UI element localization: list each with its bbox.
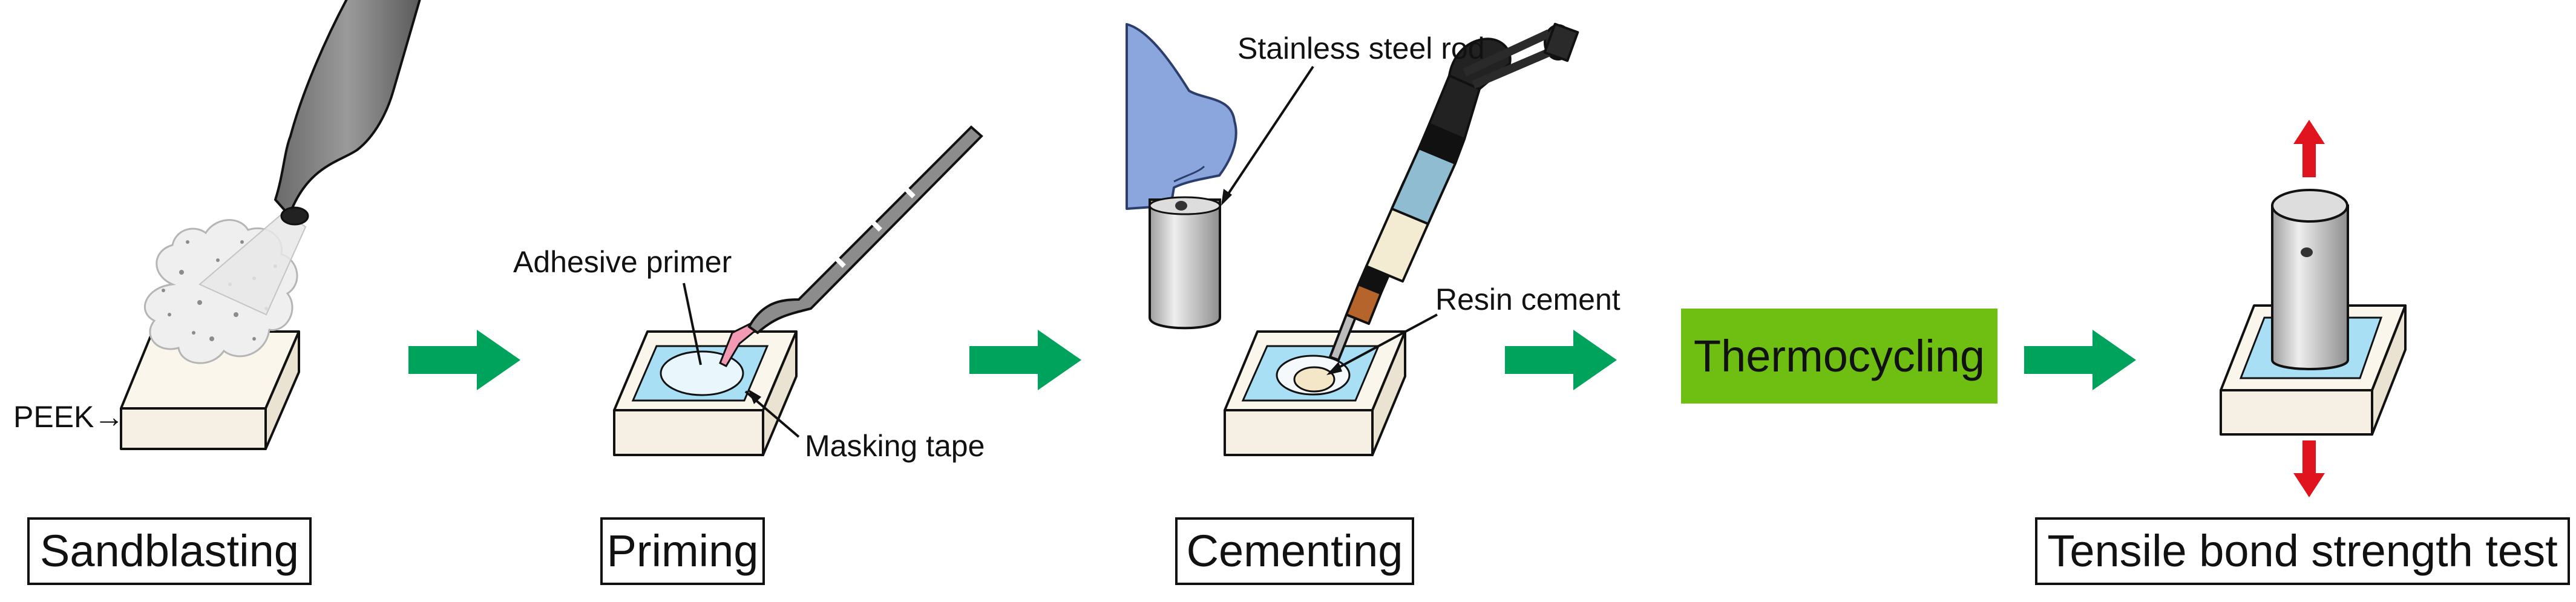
tensile-arrow-up [2293, 120, 2325, 177]
tensile-rod [2271, 189, 2349, 370]
stainless-steel-rod [1149, 196, 1221, 330]
arrowhead-resin-cement [1326, 362, 1342, 375]
resin-cement-label: Resin cement [1435, 283, 1621, 316]
resin-cement-disc [1293, 366, 1336, 393]
sandblast-nozzle [274, 0, 421, 226]
cementing-illustration [1126, 22, 1579, 456]
thermocycling-box: Thermocycling [1681, 309, 1998, 404]
flow-arrow-3 [1505, 330, 1617, 390]
tensile-arrow-down [2293, 440, 2325, 497]
primer-brush [719, 125, 983, 367]
masking-tape-label: Masking tape [805, 429, 985, 463]
leader-stainless-steel-rod [1221, 65, 1314, 204]
arrowhead-rod [1221, 189, 1232, 206]
stainless-steel-rod-label: Stainless steel rod [1237, 31, 1485, 65]
priming-illustration [613, 125, 983, 456]
peek-label: PEEK→ [13, 400, 125, 434]
flow-arrow-4 [2024, 330, 2136, 390]
cementing-label: Cementing [1175, 517, 1414, 585]
leader-resin-cement [1329, 313, 1438, 373]
sandblasting-illustration [120, 0, 421, 450]
leader-adhesive-primer [683, 283, 702, 365]
flow-arrow-2 [969, 330, 1081, 390]
priming-label: Priming [600, 517, 765, 585]
resin-syringe [1329, 22, 1579, 361]
glove [1126, 23, 1237, 210]
arrowhead-masking-tape [748, 389, 761, 404]
tensile-illustration [2220, 120, 2407, 497]
sandblasting-label: Sandblasting [27, 517, 312, 585]
adhesive-primer-label: Adhesive primer [513, 245, 732, 279]
tensile-test-label: Tensile bond strength test [2035, 517, 2570, 585]
flow-arrow-1 [408, 330, 520, 390]
